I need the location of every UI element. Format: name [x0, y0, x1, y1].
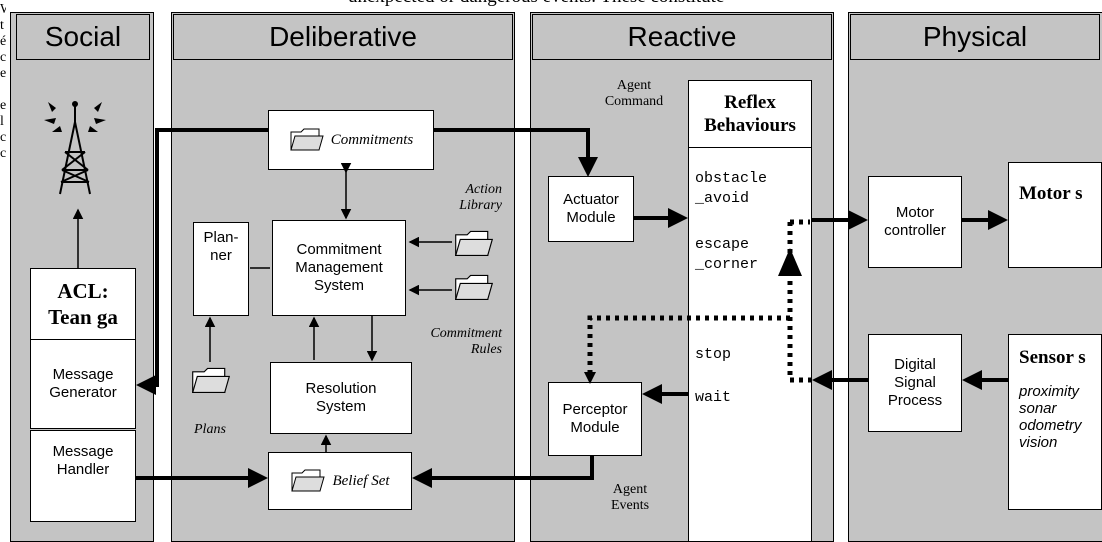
- behaviour-escape-corner: escape _corner: [695, 236, 759, 273]
- behaviour-obstacle-avoid: obstacle _avoid: [695, 170, 768, 207]
- agent-command-label: Agent Command: [604, 78, 664, 109]
- social-header: Social: [16, 14, 150, 60]
- dsp-box: Digital Signal Process: [868, 334, 962, 432]
- action-library-label: Action Library: [459, 182, 502, 213]
- perceptor-module-box: Perceptor Module: [548, 382, 642, 456]
- cms-box: Commitment Management System: [272, 220, 406, 316]
- sensor-type: vision: [1019, 434, 1058, 451]
- left-partial-text: Wté ce elc c: [0, 2, 6, 161]
- planner-box: Plan- ner: [193, 222, 249, 316]
- motor-controller-box: Motor controller: [868, 176, 962, 268]
- deliberative-header: Deliberative: [173, 14, 513, 60]
- behaviour-wait: wait: [695, 389, 732, 406]
- message-handler-box: Message Handler: [30, 430, 136, 522]
- actuator-module-box: Actuator Module: [548, 176, 634, 242]
- belief-set-box: Belief Set: [268, 452, 412, 510]
- sensors-title: Sensor s: [1019, 347, 1086, 368]
- folder-icon: [191, 367, 231, 393]
- resolution-system-box: Resolution System: [270, 362, 412, 434]
- sensor-type: sonar: [1019, 400, 1057, 417]
- physical-header: Physical: [850, 14, 1100, 60]
- folder-icon: [454, 230, 494, 256]
- commitment-rules-label: Commitment Rules: [430, 326, 502, 357]
- reflex-title: Reflex Behaviours: [689, 81, 811, 148]
- commitments-label: Commitments: [330, 132, 414, 148]
- motors-box: Motor s: [1008, 162, 1102, 268]
- commitments-box: Commitments: [268, 110, 434, 170]
- folder-icon: [290, 128, 324, 151]
- top-partial-text: unexpected or dangerous events. These co…: [348, 0, 724, 8]
- radio-tower-icon: [44, 101, 106, 195]
- belief-set-label: Belief Set: [332, 473, 390, 489]
- folder-icon: [454, 274, 494, 300]
- plans-label: Plans: [194, 422, 226, 437]
- message-generator-box: Message Generator: [30, 339, 136, 429]
- folder-icon: [291, 469, 326, 492]
- sensor-type: proximity: [1019, 383, 1080, 400]
- reactive-header: Reactive: [532, 14, 832, 60]
- sensor-type: odometry: [1019, 417, 1082, 434]
- behaviour-stop: stop: [695, 346, 732, 363]
- agent-events-label: Agent Events: [610, 482, 650, 513]
